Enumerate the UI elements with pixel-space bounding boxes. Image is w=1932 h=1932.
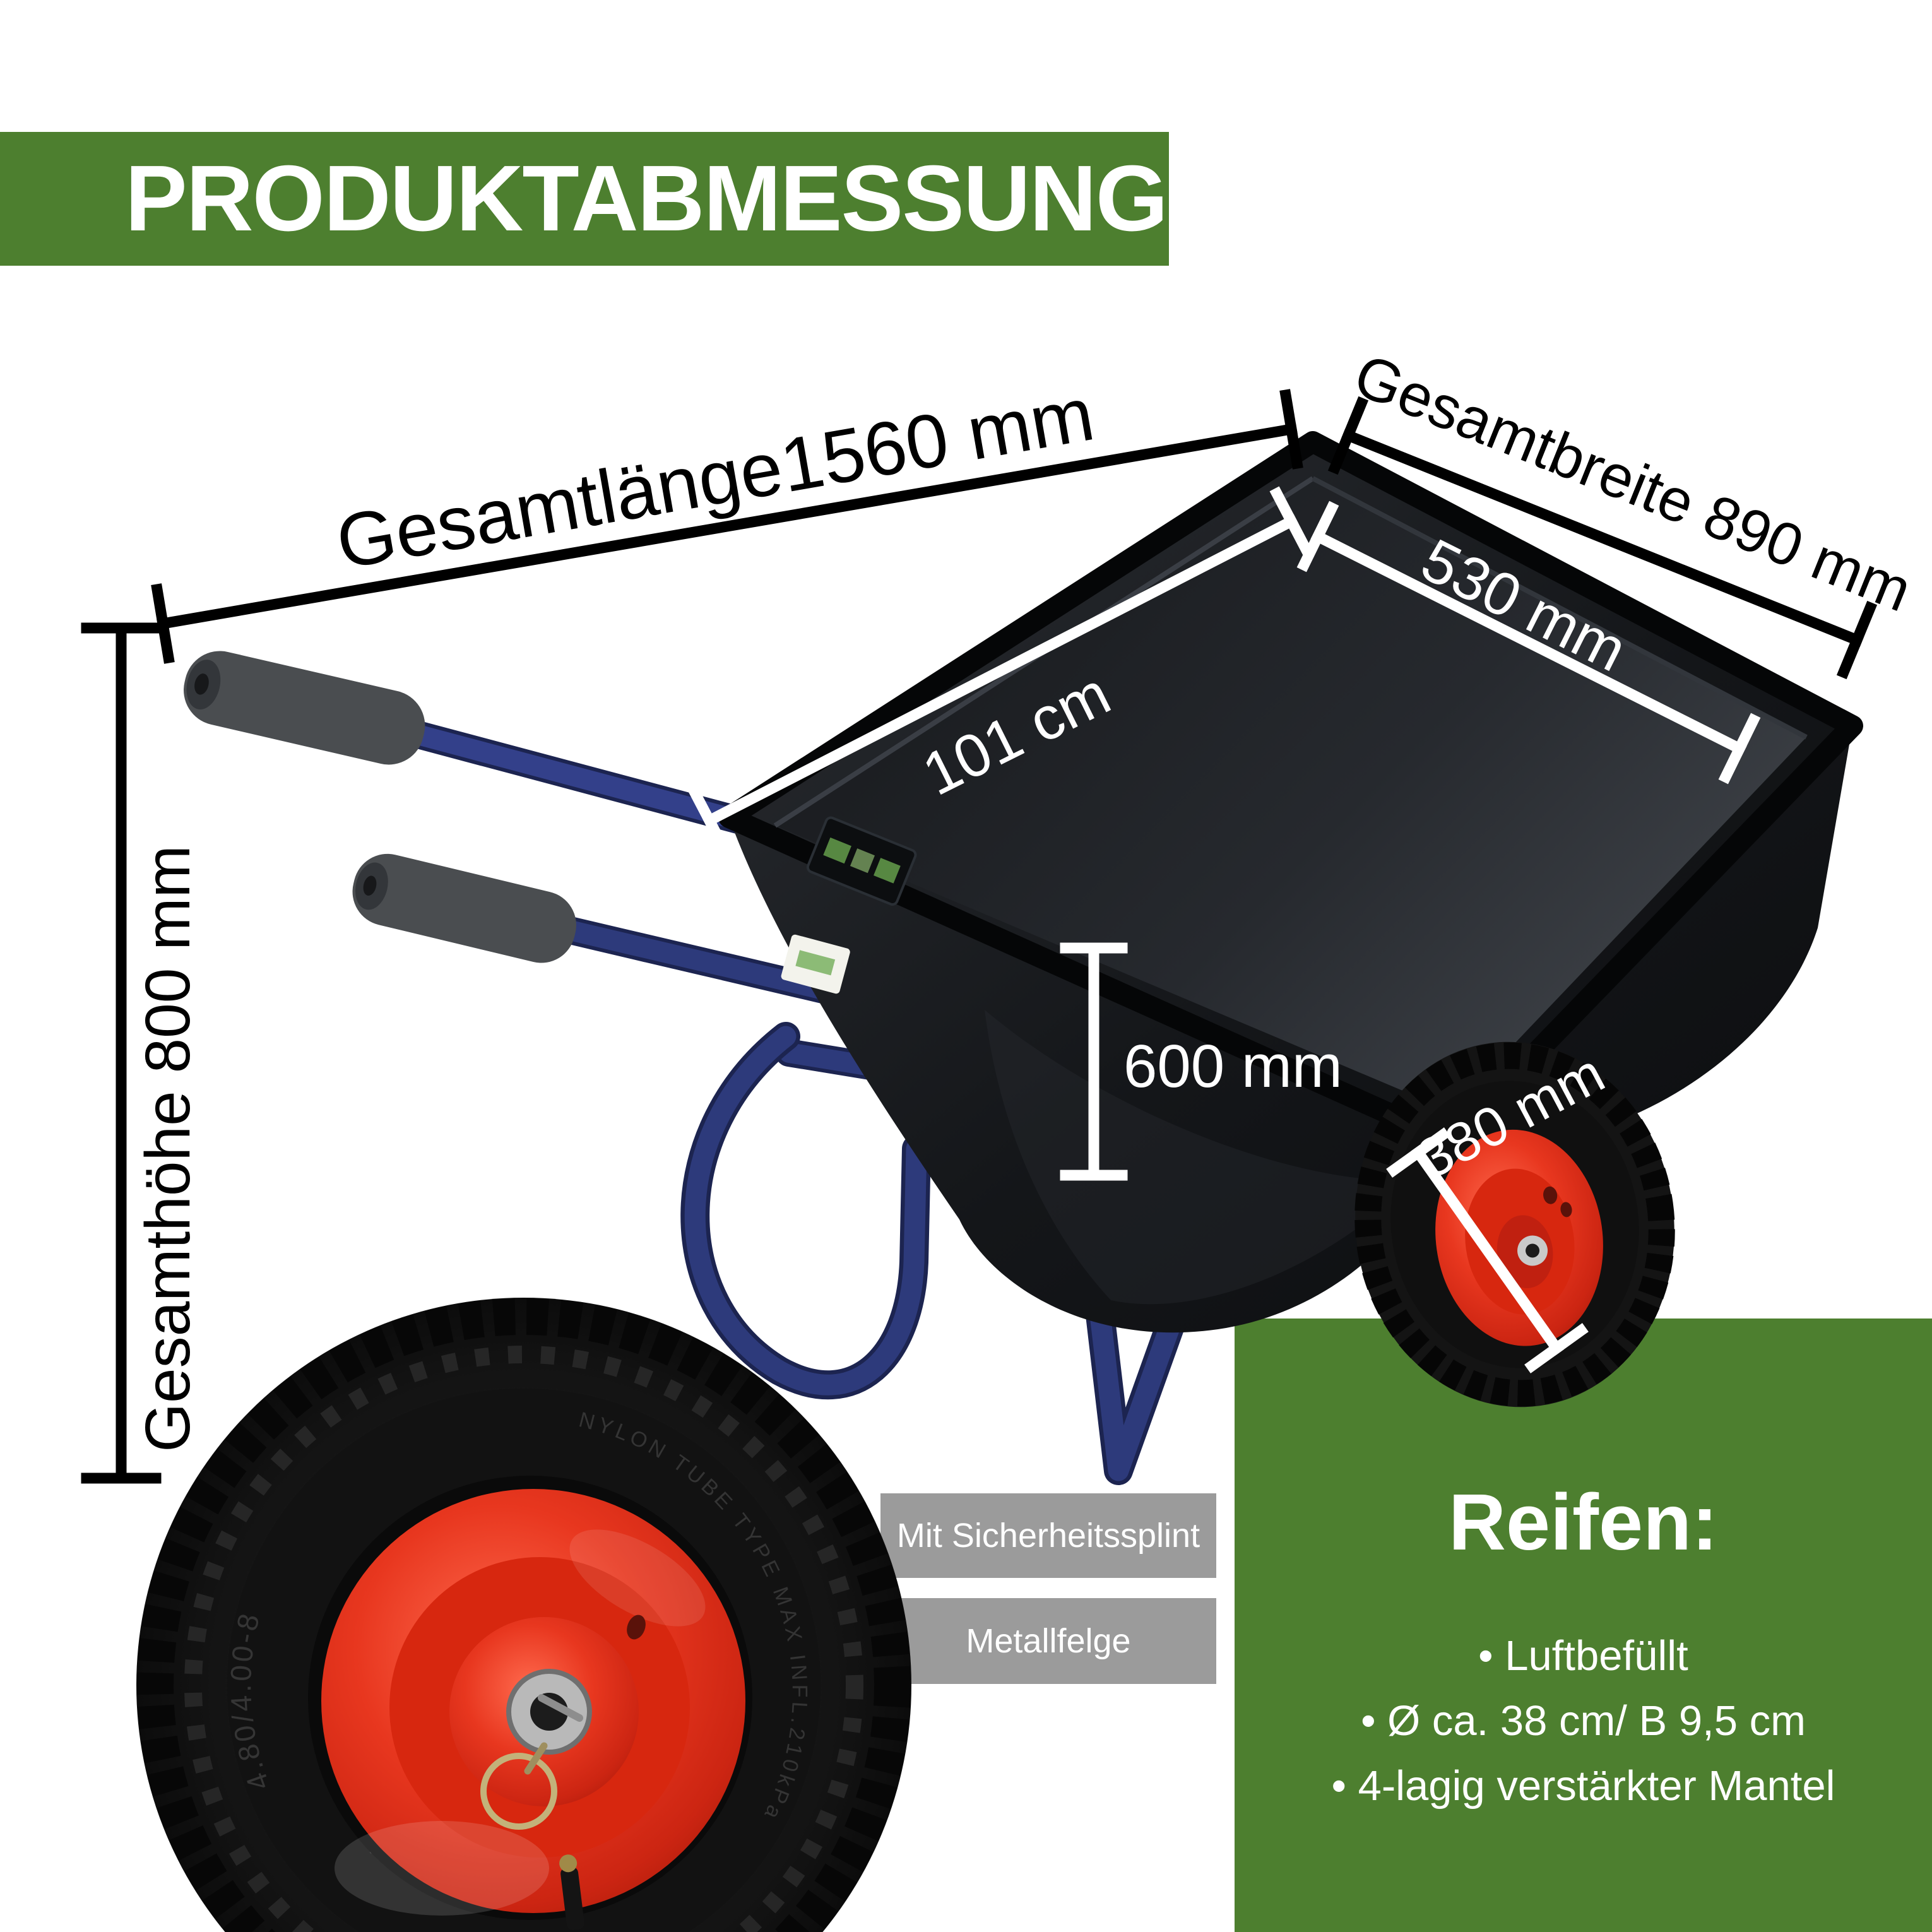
tire-info-item: • Luftbefüllt	[1478, 1632, 1688, 1680]
safety-pin-ring	[480, 1753, 557, 1830]
handle-grip-upper	[184, 651, 425, 765]
header-banner: PRODUKTABMESSUNGEN:	[0, 132, 1325, 266]
tire-info-list: • Luftbefüllt • Ø ca. 38 cm/ B 9,5 cm • …	[1332, 1623, 1835, 1818]
label-safety-pin: Mit Sicherheitssplint	[880, 1493, 1216, 1578]
tire-info-item: • Ø ca. 38 cm/ B 9,5 cm	[1361, 1697, 1806, 1745]
dim-total-height-label: Gesamthöhe 800 mm	[133, 845, 203, 1452]
frame-sticker	[781, 934, 850, 994]
dim-tub-height: 600 mm	[1060, 942, 1342, 1181]
tire-info-title: Reifen:	[1448, 1478, 1719, 1567]
barrow-wheel	[1354, 1041, 1675, 1408]
tire-info-item: • 4-lagig verstärkter Mantel	[1331, 1762, 1835, 1810]
valve-stem	[559, 1854, 584, 1931]
dim-total-height: Gesamthöhe 800 mm	[81, 622, 203, 1484]
label-metal-rim: Metallfelge	[880, 1598, 1216, 1684]
handle-grip-lower	[352, 853, 576, 963]
page-title: PRODUKTABMESSUNGEN:	[125, 146, 1325, 251]
tire-info-box: Reifen: • Luftbefüllt • Ø ca. 38 cm/ B 9…	[1235, 1319, 1932, 1932]
dim-tub-height-label: 600 mm	[1123, 1033, 1342, 1100]
brand-sticker	[806, 816, 917, 906]
